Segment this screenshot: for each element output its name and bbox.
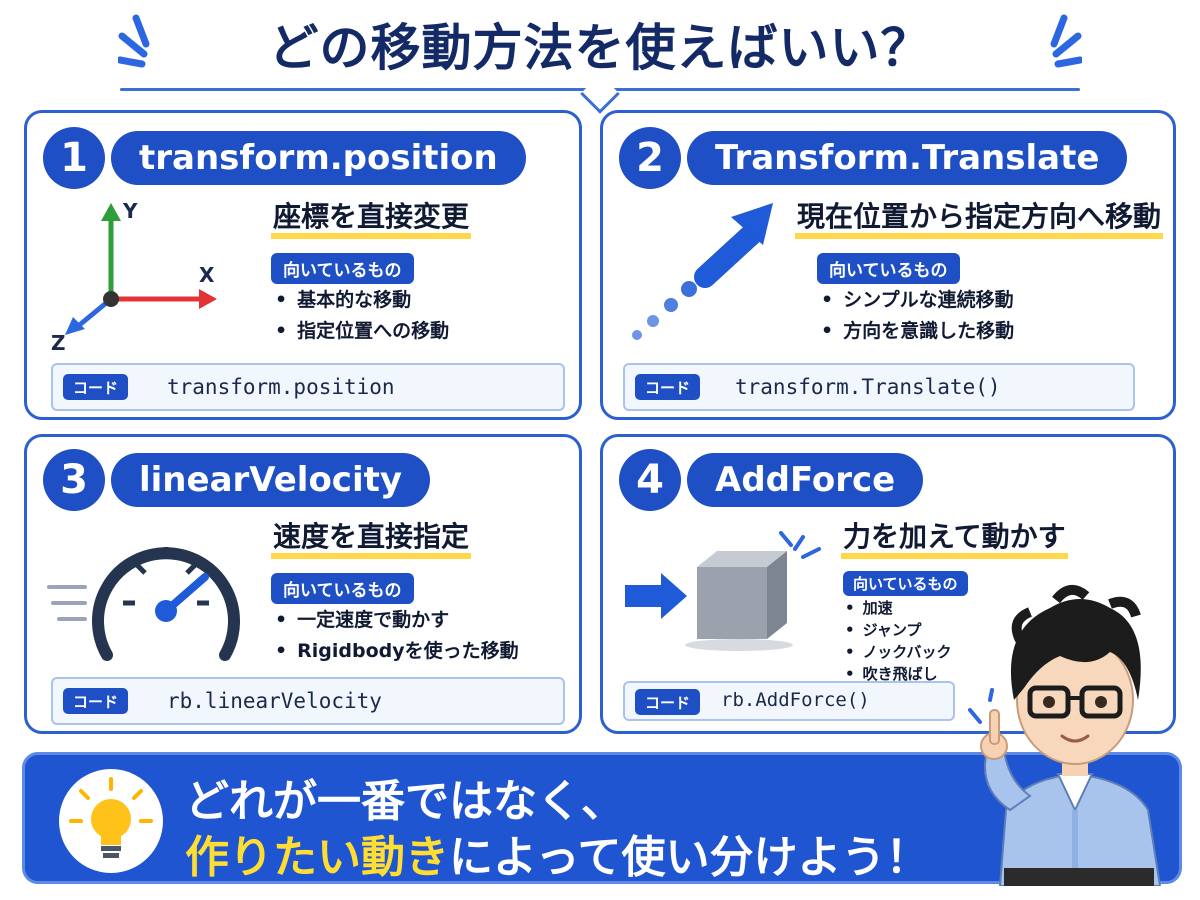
code-snippet: transform.Translate() [735,375,1001,399]
suited-list: シンプルな連続移動 方向を意識した移動 [821,285,1014,347]
card-title: linearVelocity [111,453,431,507]
axes-icon [65,203,217,335]
banner-highlight: 作りたい動き [185,832,449,883]
card-number: 4 [619,449,681,511]
card-number: 2 [619,127,681,189]
page-title: どの移動方法を使えばいい？ [268,19,932,77]
code-snippet: rb.AddForce() [721,689,870,711]
card-add-force: 4 AddForce 力を加えて動かす 向いているもの 加速 ジャンプ ノックバ… [600,434,1176,734]
suited-label: 向いているもの [843,571,968,596]
list-item: 基本的な移動 [275,285,449,316]
card-heading: 速度を直接指定 [271,515,472,559]
code-snippet: transform.position [167,375,395,399]
list-item: ノックバック [845,641,952,663]
conclusion-banner: どれが一番ではなく、 作りたい動きによって使い分けよう！ [22,752,1182,884]
suited-label: 向いているもの [271,253,414,284]
card-title: AddForce [687,453,924,507]
list-item: シンプルな連続移動 [821,285,1014,316]
suited-list: 基本的な移動 指定位置への移動 [275,285,449,347]
card-number: 3 [43,449,105,511]
code-label: コード [635,689,701,715]
code-label: コード [635,374,701,400]
speedometer-icon [47,547,240,661]
title-notch [580,74,620,114]
axis-x-label: X [199,263,215,287]
code-snippet: rb.linearVelocity [167,689,382,713]
card-title: transform.position [111,131,526,185]
title-spark-left-icon [118,14,150,68]
card-transform-position: 1 transform.position Y X Z 座標を直接変更 向いている… [24,110,582,420]
arrow-icon [632,203,773,340]
card-linear-velocity: 3 linearVelocity 速度を直接指定 向いているもの 一定速度で動か… [24,434,582,734]
banner-line-1: どれが一番ではなく、 [185,776,625,827]
list-item: 吹き飛ばし [845,663,952,685]
axis-y-label: Y [123,199,138,223]
code-label: コード [63,688,129,714]
suited-label: 向いているもの [817,253,960,284]
list-item: 一定速度で動かす [275,605,519,636]
list-item: ジャンプ [845,619,952,641]
list-item: 加速 [845,597,952,619]
list-item: 方向を意識した移動 [821,316,1014,347]
lightbulb-icon [59,769,163,873]
character-illustration [968,585,1162,886]
title-spark-right-icon [1050,14,1082,68]
card-title: Transform.Translate [687,131,1128,185]
banner-line-2: 作りたい動きによって使い分けよう！ [185,821,929,885]
code-box: コード rb.linearVelocity [51,677,565,725]
card-heading: 座標を直接変更 [271,195,472,239]
card-heading: 力を加えて動かす [841,515,1068,559]
list-item: 指定位置への移動 [275,316,449,347]
list-item: Rigidbodyを使った移動 [275,636,519,667]
suited-list: 一定速度で動かす Rigidbodyを使った移動 [275,605,519,667]
card-heading: 現在位置から指定方向へ移動 [795,195,1164,239]
axis-z-label: Z [51,331,66,355]
code-label: コード [63,374,129,400]
suited-list: 加速 ジャンプ ノックバック 吹き飛ばし [845,597,952,685]
banner-line-2-rest: によって使い分けよう！ [449,832,930,883]
code-box: コード rb.AddForce() [623,681,955,721]
card-number: 1 [43,127,105,189]
code-box: コード transform.Translate() [623,363,1135,411]
cube-force-icon [625,531,821,651]
card-transform-translate: 2 Transform.Translate 現在位置から指定方向へ移動 向いてい… [600,110,1176,420]
code-box: コード transform.position [51,363,565,411]
suited-label: 向いているもの [271,573,414,604]
